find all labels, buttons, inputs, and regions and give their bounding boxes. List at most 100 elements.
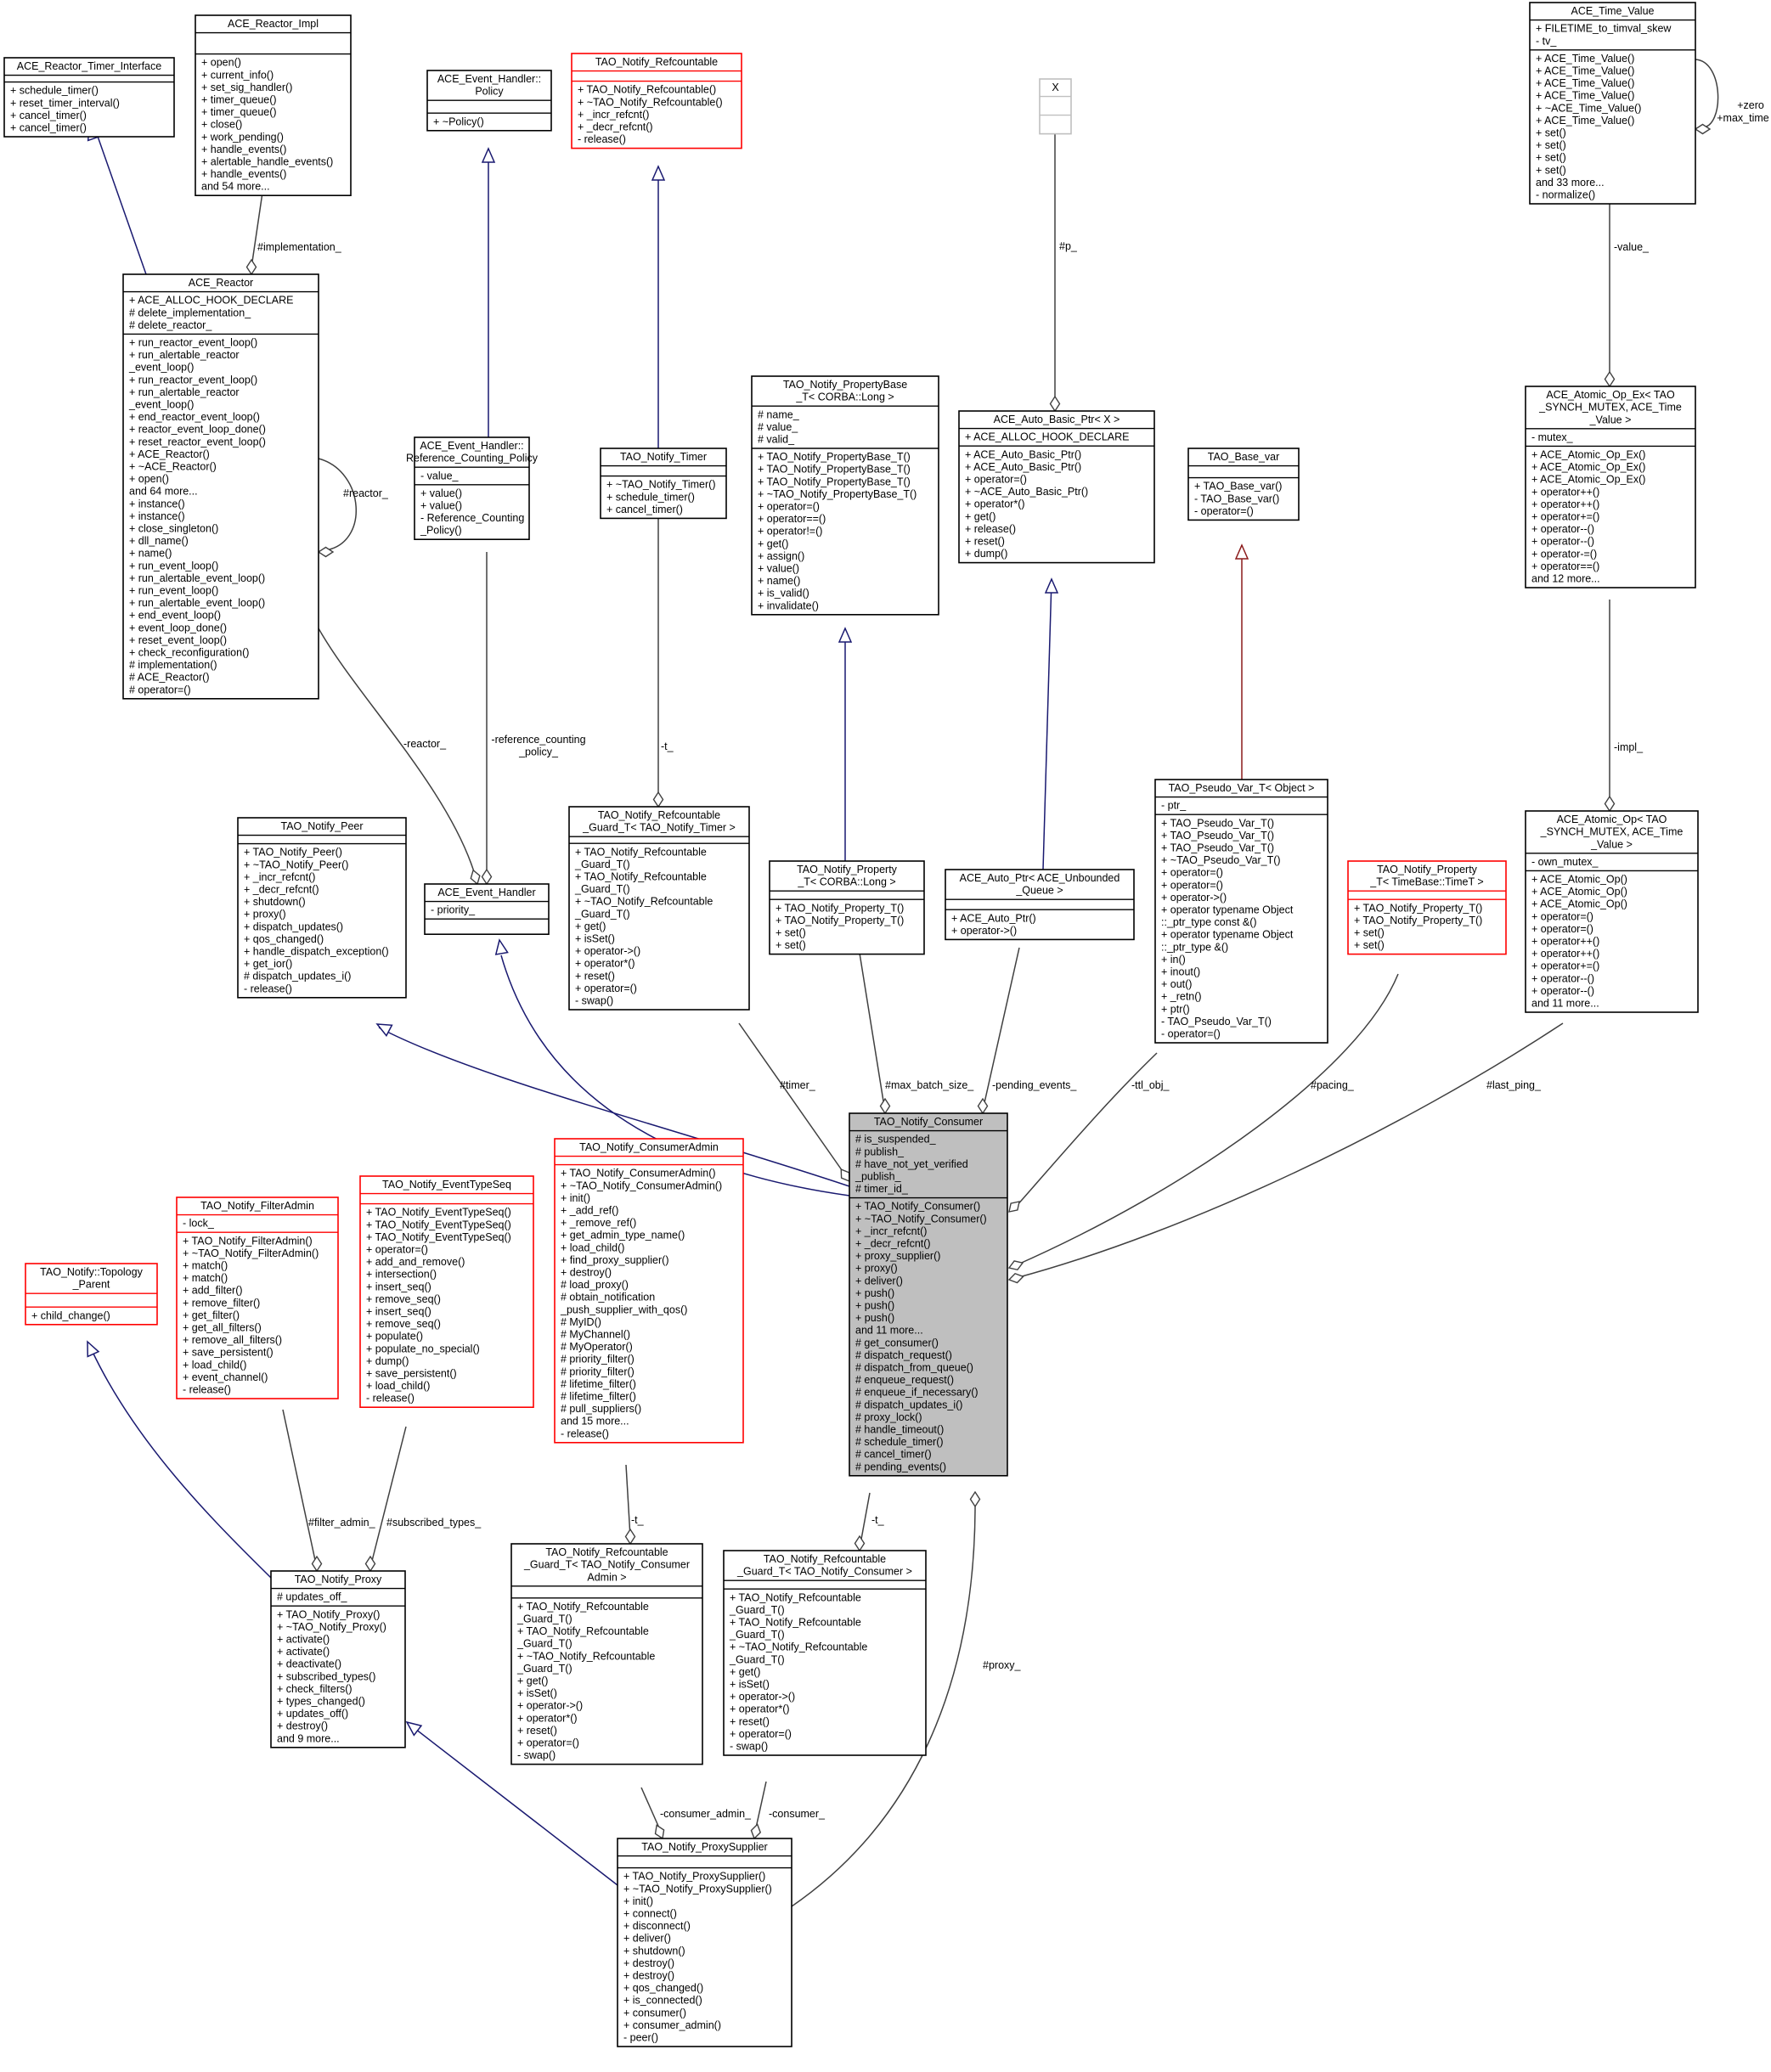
class-method: + populate_no_special() — [366, 1343, 480, 1354]
class-title: _T< CORBA::Long > — [795, 391, 894, 403]
class-title: _Value > — [1590, 838, 1633, 850]
class-method: # enqueue_if_necessary() — [855, 1387, 979, 1399]
class-attribute: - priority_ — [431, 904, 476, 916]
class-box-notify-timer[interactable]: TAO_Notify_Timer+ ~TAO_Notify_Timer()+ s… — [600, 448, 727, 520]
class-box-notify-peer[interactable]: TAO_Notify_Peer+ TAO_Notify_Peer()+ ~TAO… — [237, 817, 407, 999]
class-box-refcountable-guard-admin[interactable]: TAO_Notify_Refcountable_Guard_T< TAO_Not… — [510, 1543, 703, 1765]
class-method: + operator++() — [1531, 498, 1599, 510]
class-box-time-value[interactable]: ACE_Time_Value+ FILETIME_to_timval_skew-… — [1529, 2, 1696, 205]
class-method: + instance() — [129, 498, 185, 510]
class-box-property-long[interactable]: TAO_Notify_Property_T< CORBA::Long >+ TA… — [769, 860, 925, 955]
class-box-property-base[interactable]: TAO_Notify_PropertyBase_T< CORBA::Long >… — [751, 375, 939, 616]
class-method: + ~ACE_Reactor() — [129, 461, 217, 473]
class-box-ace-reactor[interactable]: ACE_Reactor+ ACE_ALLOC_HOOK_DECLARE# del… — [122, 273, 319, 700]
class-title: ACE_Event_Handler — [437, 887, 535, 898]
class-box-eh-refcount-policy[interactable]: ACE_Event_Handler::Reference_Counting_Po… — [406, 436, 539, 540]
class-box-refcountable-guard-timer[interactable]: TAO_Notify_Refcountable_Guard_T< TAO_Not… — [568, 806, 750, 1011]
class-method: ::_ptr_type &() — [1161, 941, 1228, 953]
class-method: + handle_events() — [201, 144, 286, 155]
class-method: + operator=() — [730, 1728, 792, 1740]
class-method: + operator+=() — [1531, 960, 1599, 972]
aggregation-diamond — [1007, 1260, 1024, 1271]
inherit-autoptr-from-autobasicptr — [1042, 577, 1059, 870]
class-method: + ACE_Atomic_Op_Ex() — [1531, 474, 1645, 486]
class-method: + close_singleton() — [129, 523, 218, 535]
class-method: + TAO_Notify_PropertyBase_T() — [758, 476, 911, 487]
class-box-topology-parent[interactable]: TAO_Notify::Topology_Parent+ child_chang… — [25, 1263, 158, 1326]
aggregation-diamond — [1008, 1201, 1020, 1213]
class-box-frame — [1154, 779, 1328, 1044]
class-title: TAO_Notify_Property — [797, 864, 898, 876]
class-box-reactor-timer-interface[interactable]: ACE_Reactor_Timer_Interface+ schedule_ti… — [3, 57, 175, 138]
class-method: + event_channel() — [183, 1371, 268, 1383]
class-title: Reference_Counting_Policy — [406, 453, 539, 465]
class-title: _Value > — [1589, 414, 1632, 425]
class-method: + operator-=() — [1531, 548, 1597, 560]
edge-line — [983, 947, 1020, 1107]
class-method: # priority_filter() — [561, 1365, 635, 1377]
class-box-refcountable-guard-consumer[interactable]: TAO_Notify_Refcountable_Guard_T< TAO_Not… — [723, 1550, 927, 1756]
class-method: + _incr_refcnt() — [578, 109, 649, 121]
edge-line — [1015, 1052, 1158, 1208]
class-method: - operator=() — [1161, 1028, 1221, 1040]
class-method: _Policy() — [420, 525, 462, 537]
class-box-frame — [3, 57, 175, 138]
class-box-filter-admin[interactable]: TAO_Notify_FilterAdmin- lock_+ TAO_Notif… — [176, 1196, 339, 1399]
class-box-x-param[interactable]: X — [1039, 78, 1072, 135]
class-box-eh-policy[interactable]: ACE_Event_Handler::Policy+ ~Policy() — [426, 70, 552, 132]
class-box-reactor-impl[interactable]: ACE_Reactor_Impl+ open()+ current_info()… — [195, 14, 352, 196]
class-method: + ~TAO_Notify_Proxy() — [277, 1621, 386, 1633]
class-box-frame — [122, 273, 319, 700]
class-method: + release() — [965, 523, 1016, 535]
class-method: # proxy_lock() — [855, 1411, 922, 1423]
class-method: + shutdown() — [244, 896, 306, 908]
aggregation-diamond — [1694, 123, 1712, 135]
class-method: + TAO_Notify_Refcountable — [517, 1601, 649, 1613]
class-method: + schedule_timer() — [606, 491, 695, 503]
class-box-notify-refcountable[interactable]: TAO_Notify_Refcountable+ TAO_Notify_Refc… — [571, 53, 742, 149]
class-method: + isSet() — [730, 1679, 770, 1691]
class-box-event-type-seq[interactable]: TAO_Notify_EventTypeSeq+ TAO_Notify_Even… — [359, 1175, 534, 1409]
class-box-auto-basic-ptr[interactable]: ACE_Auto_Basic_Ptr< X >+ ACE_ALLOC_HOOK_… — [958, 410, 1155, 564]
class-attribute: - lock_ — [183, 1218, 215, 1230]
class-method: + ACE_Atomic_Op() — [1531, 886, 1627, 898]
class-method: + ~TAO_Notify_Refcountable — [517, 1650, 655, 1662]
class-method: + run_event_loop() — [129, 585, 218, 597]
class-method: _Guard_T() — [516, 1663, 572, 1675]
class-box-atomic-op[interactable]: ACE_Atomic_Op< TAO_SYNCH_MUTEX, ACE_Time… — [1525, 810, 1699, 1013]
class-method: + cancel_timer() — [10, 122, 87, 134]
class-method: # cancel_timer() — [855, 1449, 932, 1461]
class-method: + timer_queue() — [201, 106, 277, 118]
class-method: + operator=() — [1161, 867, 1223, 879]
inheritance-arrow — [481, 147, 496, 163]
class-box-proxy-supplier[interactable]: TAO_Notify_ProxySupplier+ TAO_Notify_Pro… — [617, 1838, 792, 2047]
class-box-event-handler[interactable]: ACE_Event_Handler - priority_ — [424, 883, 550, 936]
class-title: TAO_Notify_Refcountable — [595, 56, 718, 68]
class-title: TAO_Base_var — [1208, 451, 1280, 463]
class-method: + operator=() — [1531, 910, 1593, 922]
class-method: + operator*() — [517, 1712, 578, 1724]
class-box-auto-ptr-queue[interactable]: ACE_Auto_Ptr< ACE_Unbounded_Queue >+ ACE… — [945, 869, 1135, 941]
class-method: + work_pending() — [201, 131, 284, 143]
class-box-notify-proxy[interactable]: TAO_Notify_Proxy# updates_off_+ TAO_Noti… — [270, 1570, 406, 1748]
class-method: + connect() — [623, 1908, 677, 1920]
class-method: + proxy() — [244, 909, 286, 921]
class-box-atomic-op-ex[interactable]: ACE_Atomic_Op_Ex< TAO_SYNCH_MUTEX, ACE_T… — [1525, 386, 1696, 588]
use-guard-timer — [652, 498, 664, 808]
class-method: + ~TAO_Pseudo_Var_T() — [1161, 854, 1281, 866]
class-box-notify-consumer[interactable]: TAO_Notify_Consumer# is_suspended_# publ… — [849, 1112, 1008, 1477]
template-arrow — [1234, 543, 1249, 560]
class-method: + ACE_Atomic_Op() — [1531, 874, 1627, 886]
class-method: # dispatch_updates_i() — [244, 971, 351, 983]
class-method: + operator*() — [575, 958, 635, 970]
class-box-frame — [849, 1112, 1008, 1477]
class-box-pseudo-var[interactable]: TAO_Pseudo_Var_T< Object >- ptr_+ TAO_Ps… — [1154, 779, 1328, 1044]
class-method: _Guard_T() — [574, 908, 630, 920]
class-box-property-timet[interactable]: TAO_Notify_Property_T< TimeBase::TimeT >… — [1347, 860, 1507, 955]
class-box-base-var[interactable]: TAO_Base_var+ TAO_Base_var()- TAO_Base_v… — [1187, 448, 1300, 521]
edge-line — [282, 1409, 317, 1565]
class-method: + init() — [623, 1895, 653, 1907]
class-title: Policy — [475, 86, 504, 98]
class-method: + proxy_supplier() — [855, 1250, 940, 1262]
class-box-consumer-admin[interactable]: TAO_Notify_ConsumerAdmin+ TAO_Notify_Con… — [554, 1138, 744, 1444]
